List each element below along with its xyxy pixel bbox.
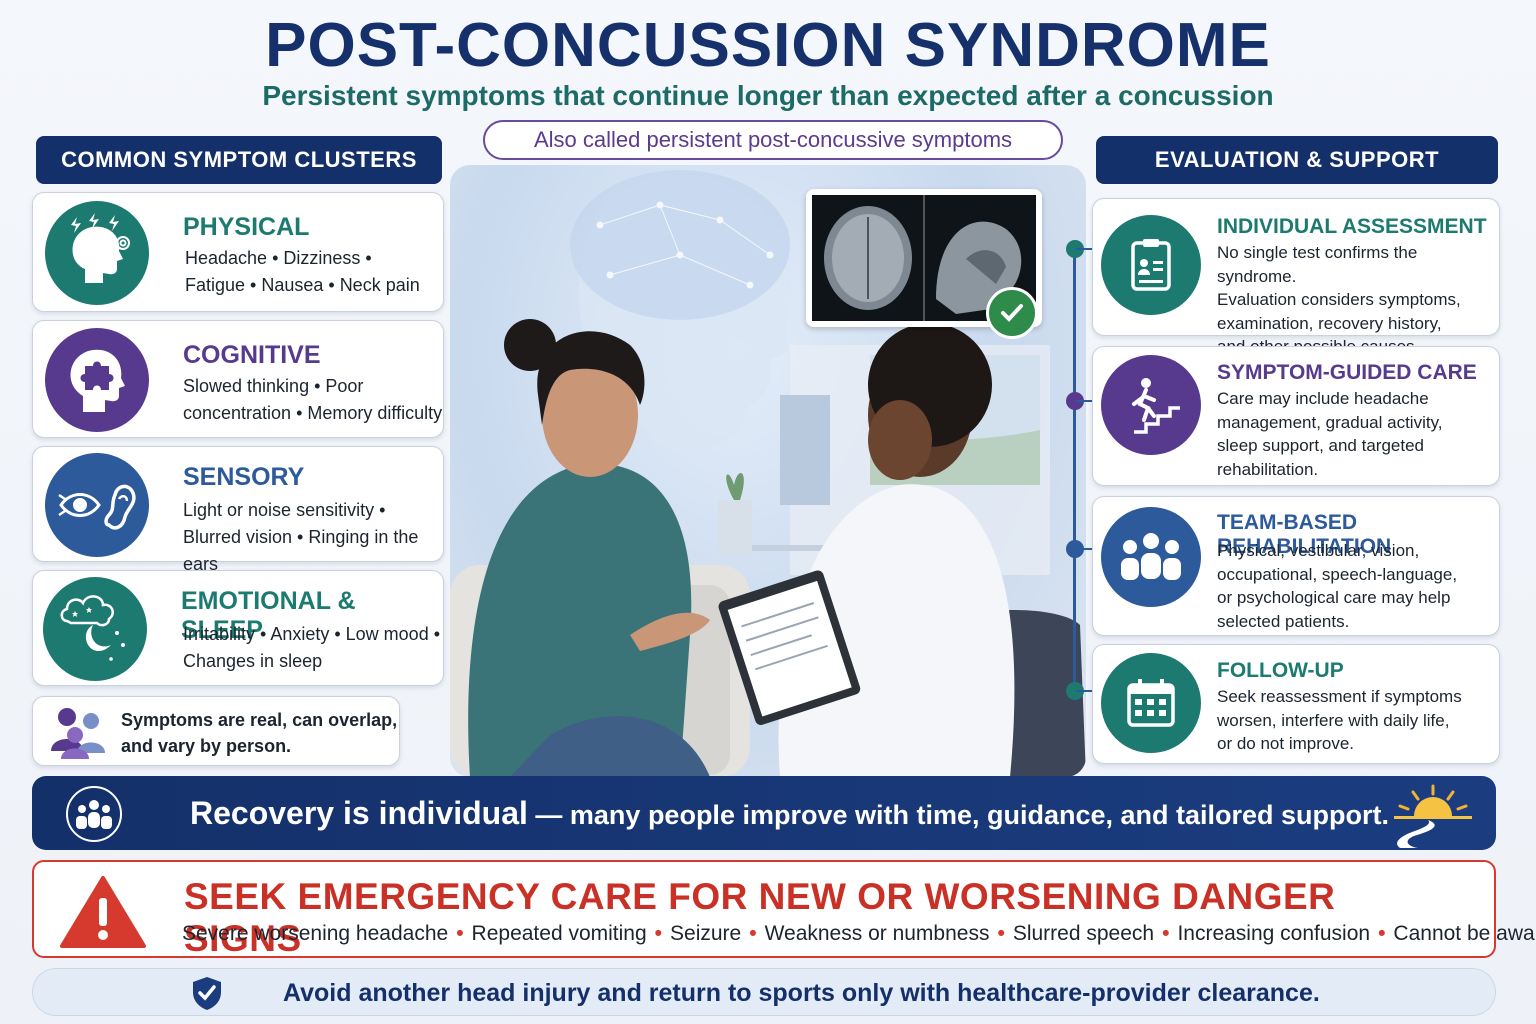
step-line: occupational, speech-language, [1217,564,1458,584]
cluster-title: SENSORY [183,463,305,491]
sunrise-path-icon [1388,780,1478,853]
people-group-icon [45,705,111,764]
step-line: Seek reassessment if symptoms [1217,687,1462,706]
cluster-line: Slowed thinking • Poor [183,376,364,396]
bullet-separator: • [749,922,757,945]
timeline-tick [1076,690,1098,692]
step-card-assessment: INDIVIDUAL ASSESSMENT No single test con… [1092,198,1500,356]
symptom-clusters-heading: COMMON SYMPTOM CLUSTERS [36,136,442,184]
alias-badge: Also called persistent post-concussive s… [483,120,1063,160]
footer-message: Avoid another head injury and return to … [283,979,1320,1007]
emergency-title: SEEK EMERGENCY CARE FOR NEW OR WORSENING… [184,876,1336,959]
cluster-card-emotional-sleep: EMOTIONAL & SLEEP Irritability • Anxiety… [32,570,444,686]
emergency-box: SEEK EMERGENCY CARE FOR NEW OR WORSENING… [32,860,1536,959]
cluster-card-physical: PHYSICAL Headache • Dizziness • Fatigue … [32,192,444,312]
step-line: sleep support, and targeted [1217,436,1424,455]
team-icon [1101,507,1201,607]
timeline-dot [1066,392,1084,410]
danger-signs-list: Severe worsening headache • Repeated vomit… [182,922,1536,946]
timeline-tick [1076,400,1098,402]
checkmark-icon [986,287,1038,339]
cluster-title: COGNITIVE [183,341,321,369]
clipboard-icon [1101,215,1201,315]
step-line: Evaluation considers symptoms, [1217,290,1461,309]
cluster-title: EMOTIONAL & SLEEP [181,587,356,644]
cluster-line: Headache • Dizziness • [185,248,372,268]
head-puzzle-icon [45,328,149,432]
step-title: SYMPTOM-GUIDED CARE [1217,361,1477,384]
step-body: Seek reassessment if symptoms worsen, in… [1217,685,1462,756]
bullet-separator: • [456,922,464,945]
timeline-dot [1066,540,1084,558]
bullet-separator: • [997,922,1005,945]
step-line: worsen, interfere with daily life, [1217,710,1450,730]
step-title: INDIVIDUAL ASSESSMENT [1217,215,1487,238]
cluster-line: concentration • Memory difficulty [183,403,443,423]
recovery-detail: — many people improve with time, guidanc… [527,800,1390,830]
timeline-tick [1076,248,1098,250]
community-icon [66,786,122,842]
step-card-team-rehabilitation: TEAM-BASED REHABILITATION Physical, vest… [1092,496,1500,636]
cluster-line: Changes in sleep [183,651,323,671]
step-card-follow-up: FOLLOW-UP Seek reassessment if symptoms … [1092,644,1500,764]
cluster-body: Slowed thinking • Poor concentration • M… [183,373,442,427]
danger-sign: Repeated vomiting [471,922,647,945]
symptom-note-text: Symptoms are real, can overlap, and vary… [121,710,398,756]
timeline-dot [1066,240,1084,258]
stairs-walking-icon [1101,355,1201,455]
bullet-separator: • [1378,922,1386,945]
cluster-body: Headache • Dizziness • Fatigue • Nausea … [185,245,420,299]
step-line: Care may include headache [1217,389,1429,408]
step-line: No single test confirms the syndrome. [1217,243,1418,286]
cluster-card-sensory: SENSORY Light or noise sensitivity • Blu… [32,446,444,574]
danger-sign: Cannot be awakened [1393,922,1536,945]
page-subtitle: Persistent symptoms that continue longer… [262,80,1274,111]
step-title: TEAM-BASED REHABILITATION [1217,511,1392,558]
shield-check-icon [191,975,223,1016]
step-line: Physical, vestibular, vision, [1217,541,1420,560]
cluster-card-cognitive: COGNITIVE Slowed thinking • Poor concent… [32,320,444,438]
cluster-title: PHYSICAL [183,213,310,241]
step-body: No single test confirms the syndrome. Ev… [1217,241,1499,359]
step-line: or do not improve. [1217,734,1355,753]
cluster-line: Blurred vision • Ringing in the ears [183,527,419,574]
step-line: selected patients. [1217,611,1350,631]
cluster-line: Irritability • Anxiety • Low mood • [183,624,441,644]
timeline-tick [1076,548,1098,550]
cloud-moon-icon [43,577,147,681]
step-card-symptom-guided-care: SYMPTOM-GUIDED CARE Care may include hea… [1092,346,1500,486]
eye-ear-icon [45,453,149,557]
timeline-dot [1066,682,1084,700]
step-title: FOLLOW-UP [1217,659,1344,682]
step-line: rehabilitation. [1217,459,1319,479]
footer-banner: Avoid another head injury and return to … [32,968,1496,1016]
cluster-line: Fatigue • Nausea • Neck pain [185,275,420,295]
danger-sign: Seizure [670,922,742,945]
timeline-line [1073,246,1076,691]
evaluation-support-heading: EVALUATION & SUPPORT [1096,136,1498,184]
calendar-icon [1101,653,1201,753]
step-line: or psychological care may help [1217,588,1451,607]
head-lightning-icon [45,201,149,305]
step-line: examination, recovery history, [1217,313,1442,333]
bullet-separator: • [654,922,663,945]
danger-sign: Severe worsening headache [182,922,449,945]
cluster-line: Light or noise sensitivity • [183,500,386,520]
danger-sign: Weakness or numbness [764,922,990,945]
step-line: management, gradual activity, [1217,412,1443,432]
warning-triangle-icon [58,874,148,955]
recovery-message: Recovery is individual — many people imp… [190,776,1389,850]
step-body: Care may include headache management, gr… [1217,387,1443,481]
page-title: POST-CONCUSSION SYNDROME [265,11,1271,80]
bullet-separator: • [1162,922,1170,945]
step-body: Physical, vestibular, vision, occupation… [1217,539,1457,633]
symptom-note-card: Symptoms are real, can overlap, and vary… [32,696,400,766]
recovery-emphasis: Recovery is individual [190,795,528,831]
cluster-body: Irritability • Anxiety • Low mood • Chan… [183,621,440,675]
consultation-illustration [450,165,1086,777]
danger-sign: Slurred speech [1012,922,1155,945]
cluster-body: Light or noise sensitivity • Blurred vis… [183,497,443,578]
danger-sign: Increasing confusion [1177,922,1371,945]
recovery-banner: Recovery is individual — many people imp… [32,776,1496,850]
